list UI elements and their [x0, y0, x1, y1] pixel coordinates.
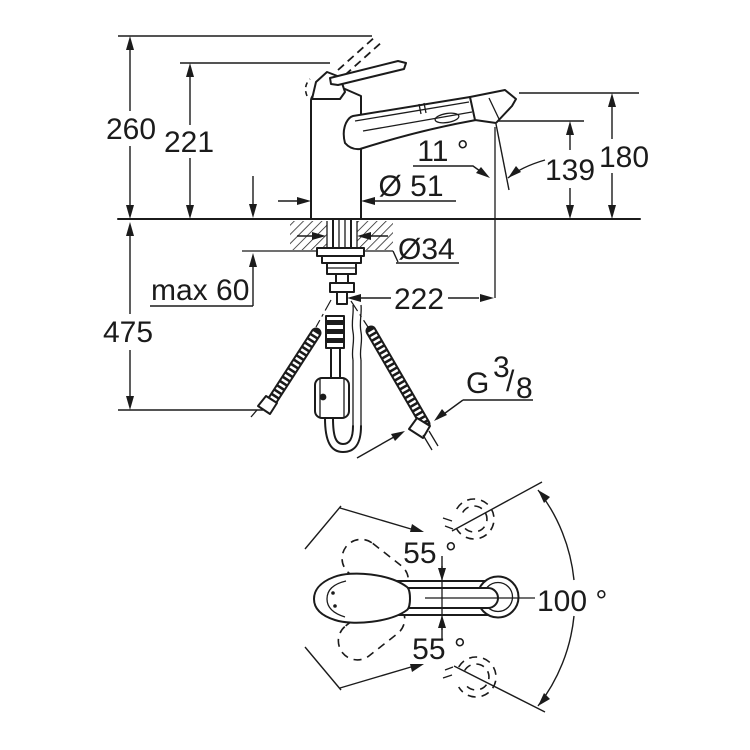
spout-seam-top	[354, 101, 470, 122]
hose-centerline-left	[315, 299, 332, 328]
thread-sub-8: 8	[516, 372, 533, 405]
side-view: 260 221 11 ° Ø 51 13	[103, 35, 649, 459]
dimension-55-lower: 55 °	[304, 615, 466, 691]
radial-upper	[451, 481, 543, 532]
connector-tube-1	[335, 273, 349, 284]
logo-dot-1	[331, 591, 335, 595]
dimension-260: 260	[106, 35, 372, 219]
thread-slash: /	[506, 365, 515, 398]
spray-button	[434, 112, 460, 124]
dim-d34-label: Ø34	[398, 233, 455, 266]
connector-fitting	[329, 282, 355, 293]
dimension-222: 222	[347, 283, 494, 316]
hose-loop-inner	[332, 417, 354, 445]
spout-segment-ticks	[418, 102, 427, 115]
dim-11deg-label: 11 °	[417, 135, 468, 168]
shank-inner-hose	[338, 219, 346, 248]
swivel-arc-100: 100 °	[451, 481, 607, 713]
hose-loop-outer	[324, 417, 362, 453]
dim-55-upper-label: 55 °	[403, 537, 457, 570]
dimension-139: 139	[498, 120, 595, 219]
mounting-washer	[321, 255, 362, 264]
dimension-55-upper: 55 °	[304, 505, 457, 581]
raised-lever-dashed-2	[344, 40, 384, 76]
dimension-d34: Ø34	[297, 232, 459, 266]
plan-faucet	[313, 566, 535, 630]
dim-180-label: 180	[599, 141, 649, 174]
dimension-11deg: 11 °	[413, 127, 546, 298]
dim-221-label: 221	[164, 126, 214, 159]
swung-axis-lower	[304, 646, 342, 691]
stream-direction-line	[495, 123, 510, 191]
countertop-section	[117, 218, 641, 252]
thread-g: G	[466, 367, 489, 400]
dim-55-lower-label: 55 °	[412, 633, 466, 666]
dimension-d51: Ø 51	[278, 170, 456, 205]
dim-139-label: 139	[545, 154, 595, 187]
dimension-475: 475	[103, 222, 263, 411]
mounting-flange	[316, 247, 365, 257]
plan-view: 55 ° 55 ° 100 °	[304, 481, 607, 713]
connector-tube-2	[336, 291, 348, 305]
mounting-hole-edges	[326, 221, 358, 250]
dim-222-label: 222	[394, 283, 444, 316]
dimension-180: 180	[519, 92, 649, 219]
threaded-shank	[332, 218, 352, 249]
spout-seam-mid	[362, 111, 473, 132]
lever-plan	[313, 572, 411, 624]
radial-lower	[453, 665, 546, 713]
hose-drop-tube	[330, 347, 341, 379]
spray-head-position-lower-dashed	[442, 656, 497, 698]
hose-end-fitting-right	[408, 417, 431, 439]
thread-size-g38: G 3 / 8	[356, 351, 533, 459]
raised-lever-dashed-1	[337, 35, 377, 71]
logo-dot-2	[333, 604, 337, 608]
faucet-side-profile	[304, 35, 517, 220]
lever-plan-contour	[326, 580, 347, 618]
dim-260-label: 260	[106, 113, 156, 146]
thread-stub	[422, 430, 439, 451]
dim-max60-label: max 60	[151, 274, 249, 307]
dimension-max60: max 60	[150, 176, 257, 307]
hose-centerline-right	[350, 300, 369, 328]
swung-axis-upper	[304, 505, 342, 550]
dimension-221: 221	[164, 62, 330, 219]
dim-100-label: 100 °	[537, 585, 607, 618]
thread-sup-3: 3	[493, 351, 510, 384]
weight-detail-dot	[319, 393, 327, 401]
hose-end-fitting-left	[257, 395, 278, 415]
supply-hose-left	[250, 327, 322, 418]
lever-arc-dashed	[304, 78, 311, 97]
dim-d51-label: Ø 51	[378, 170, 443, 203]
pullout-hose-assembly	[314, 304, 363, 453]
faucet-body	[310, 88, 362, 220]
lever-handle	[329, 60, 407, 86]
spray-head-position-upper-dashed	[442, 498, 495, 540]
spray-head-crease	[488, 97, 500, 120]
supply-hose-right	[365, 325, 439, 451]
under-counter-assembly	[250, 218, 439, 453]
dim-475-label: 475	[103, 316, 153, 349]
